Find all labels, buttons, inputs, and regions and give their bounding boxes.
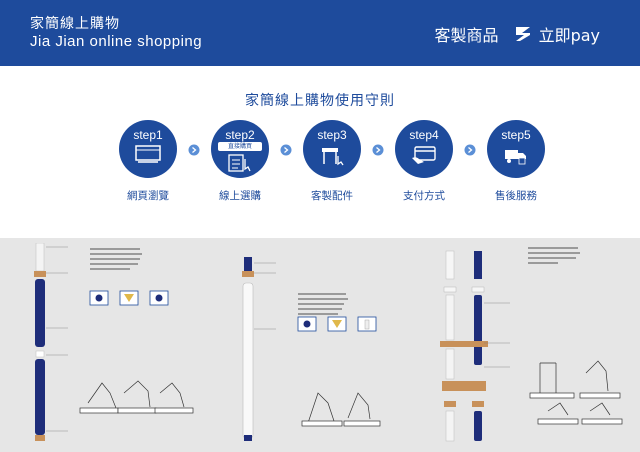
step-5-circle: step5 bbox=[487, 120, 545, 178]
step-2-circle: step2 直接購買 bbox=[211, 120, 269, 178]
instruction-panel-1 bbox=[0, 238, 210, 452]
instruction-panel-3 bbox=[420, 238, 640, 452]
step-4-caption: 支付方式 bbox=[403, 190, 445, 202]
step-4[interactable]: step4 支付方式 bbox=[394, 120, 454, 203]
step-1-label: step1 bbox=[133, 128, 163, 142]
step-3[interactable]: step3 客製配件 bbox=[302, 120, 362, 203]
step-4-circle: step4 bbox=[395, 120, 453, 178]
step-5[interactable]: step5 售後服務 bbox=[486, 120, 546, 203]
clear-pole-diagram bbox=[242, 257, 381, 441]
step-1[interactable]: step1 網頁瀏覽 bbox=[118, 120, 178, 203]
guide-title: 家簡線上購物使用守則 bbox=[245, 93, 395, 109]
checklist-pointer-icon bbox=[228, 154, 251, 172]
chevron-right-icon bbox=[188, 144, 200, 156]
double-pole-diagram bbox=[440, 247, 623, 442]
credit-card-pay-icon bbox=[412, 146, 436, 164]
step-1-circle: step1 bbox=[119, 120, 177, 178]
pay-logo-icon bbox=[515, 27, 530, 41]
step-2-label: step2 bbox=[225, 128, 255, 142]
chevron-right-icon bbox=[280, 144, 292, 156]
instruction-panel-2 bbox=[210, 238, 420, 452]
pole-assembly-diagram bbox=[34, 243, 194, 441]
step-1-caption: 網頁瀏覽 bbox=[127, 190, 169, 202]
step-4-label: step4 bbox=[409, 128, 439, 142]
site-header: 家簡線上購物 Jia Jian online shopping 客製商品 立即p… bbox=[0, 0, 640, 66]
step-2[interactable]: step2 直接購買 線上選購 bbox=[210, 120, 270, 203]
instruction-panels bbox=[0, 238, 640, 452]
step-3-caption: 客製配件 bbox=[311, 190, 353, 202]
stool-customize-icon bbox=[322, 148, 344, 166]
browser-window-icon bbox=[135, 145, 161, 163]
pay-link[interactable]: 立即pay bbox=[538, 26, 600, 45]
site-title-zh: 家簡線上購物 bbox=[30, 16, 120, 32]
chevron-right-icon bbox=[464, 144, 476, 156]
step-3-label: step3 bbox=[317, 128, 347, 142]
buy-now-badge[interactable]: 直接購買 bbox=[218, 142, 262, 151]
chevron-right-icon bbox=[372, 144, 384, 156]
header-right: 客製商品 立即pay bbox=[435, 22, 600, 46]
custom-products-link[interactable]: 客製商品 bbox=[434, 26, 499, 45]
step-5-label: step5 bbox=[501, 128, 531, 142]
delivery-truck-icon bbox=[505, 150, 526, 165]
step-5-caption: 售後服務 bbox=[495, 190, 537, 202]
usage-guide: 家簡線上購物使用守則 step1 網頁瀏覽 step2 直接購買 bbox=[0, 70, 640, 238]
step-3-circle: step3 bbox=[303, 120, 361, 178]
step-2-caption: 線上選購 bbox=[219, 190, 261, 202]
site-title-en: Jia Jian online shopping bbox=[30, 33, 203, 50]
step-list: step1 網頁瀏覽 step2 直接購買 bbox=[118, 120, 548, 230]
